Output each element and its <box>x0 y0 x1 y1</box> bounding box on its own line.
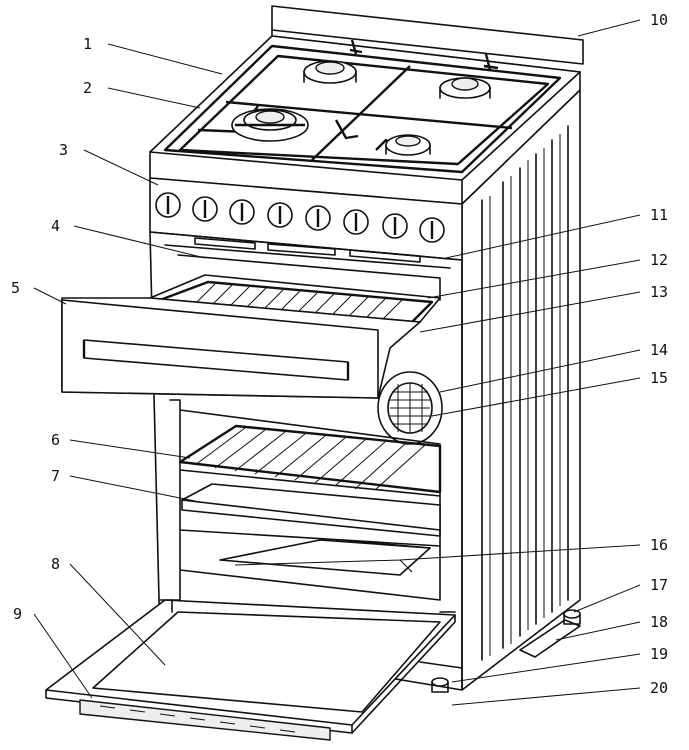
burner-rear-left <box>303 60 357 84</box>
burners <box>231 60 491 156</box>
callout-20: 20 <box>650 679 668 697</box>
baking-tray <box>181 483 441 537</box>
knob <box>305 205 331 231</box>
callout-labels: 1 2 3 4 5 6 7 8 9 10 11 12 13 14 15 16 1… <box>11 11 668 697</box>
lower-wire-shelf <box>178 424 442 497</box>
burner-rear-right <box>439 77 491 99</box>
oven-door <box>45 599 456 741</box>
callout-7: 7 <box>51 467 60 485</box>
callout-15: 15 <box>650 369 668 387</box>
knob <box>419 217 445 243</box>
grill-drawer <box>61 297 421 399</box>
callout-13: 13 <box>650 283 668 301</box>
callout-6: 6 <box>51 431 60 449</box>
control-panel <box>149 177 463 261</box>
callout-18: 18 <box>650 613 668 631</box>
front-frame <box>149 231 463 691</box>
feet-and-plinth <box>419 609 581 693</box>
callout-14: 14 <box>650 341 668 359</box>
callout-10: 10 <box>650 11 668 29</box>
control-knobs <box>155 192 445 243</box>
callout-17: 17 <box>650 576 668 594</box>
callout-4: 4 <box>51 217 60 235</box>
knob <box>267 202 293 228</box>
knob <box>343 209 369 235</box>
knob <box>155 192 181 218</box>
burner-front-left <box>231 108 309 142</box>
callout-2: 2 <box>83 79 92 97</box>
callout-3: 3 <box>59 141 68 159</box>
knob <box>382 213 408 239</box>
burner-front-right <box>385 134 431 156</box>
callout-9: 9 <box>13 605 22 623</box>
knob <box>192 196 218 222</box>
callout-19: 19 <box>650 645 668 663</box>
knob <box>229 199 255 225</box>
callout-8: 8 <box>51 555 60 573</box>
side-panel <box>461 89 581 691</box>
callout-leader-lines <box>33 19 641 706</box>
callout-11: 11 <box>650 206 668 224</box>
callout-16: 16 <box>650 536 668 554</box>
convection-fan <box>377 371 443 445</box>
callout-1: 1 <box>83 35 92 53</box>
callout-12: 12 <box>650 251 668 269</box>
callout-5: 5 <box>11 279 20 297</box>
